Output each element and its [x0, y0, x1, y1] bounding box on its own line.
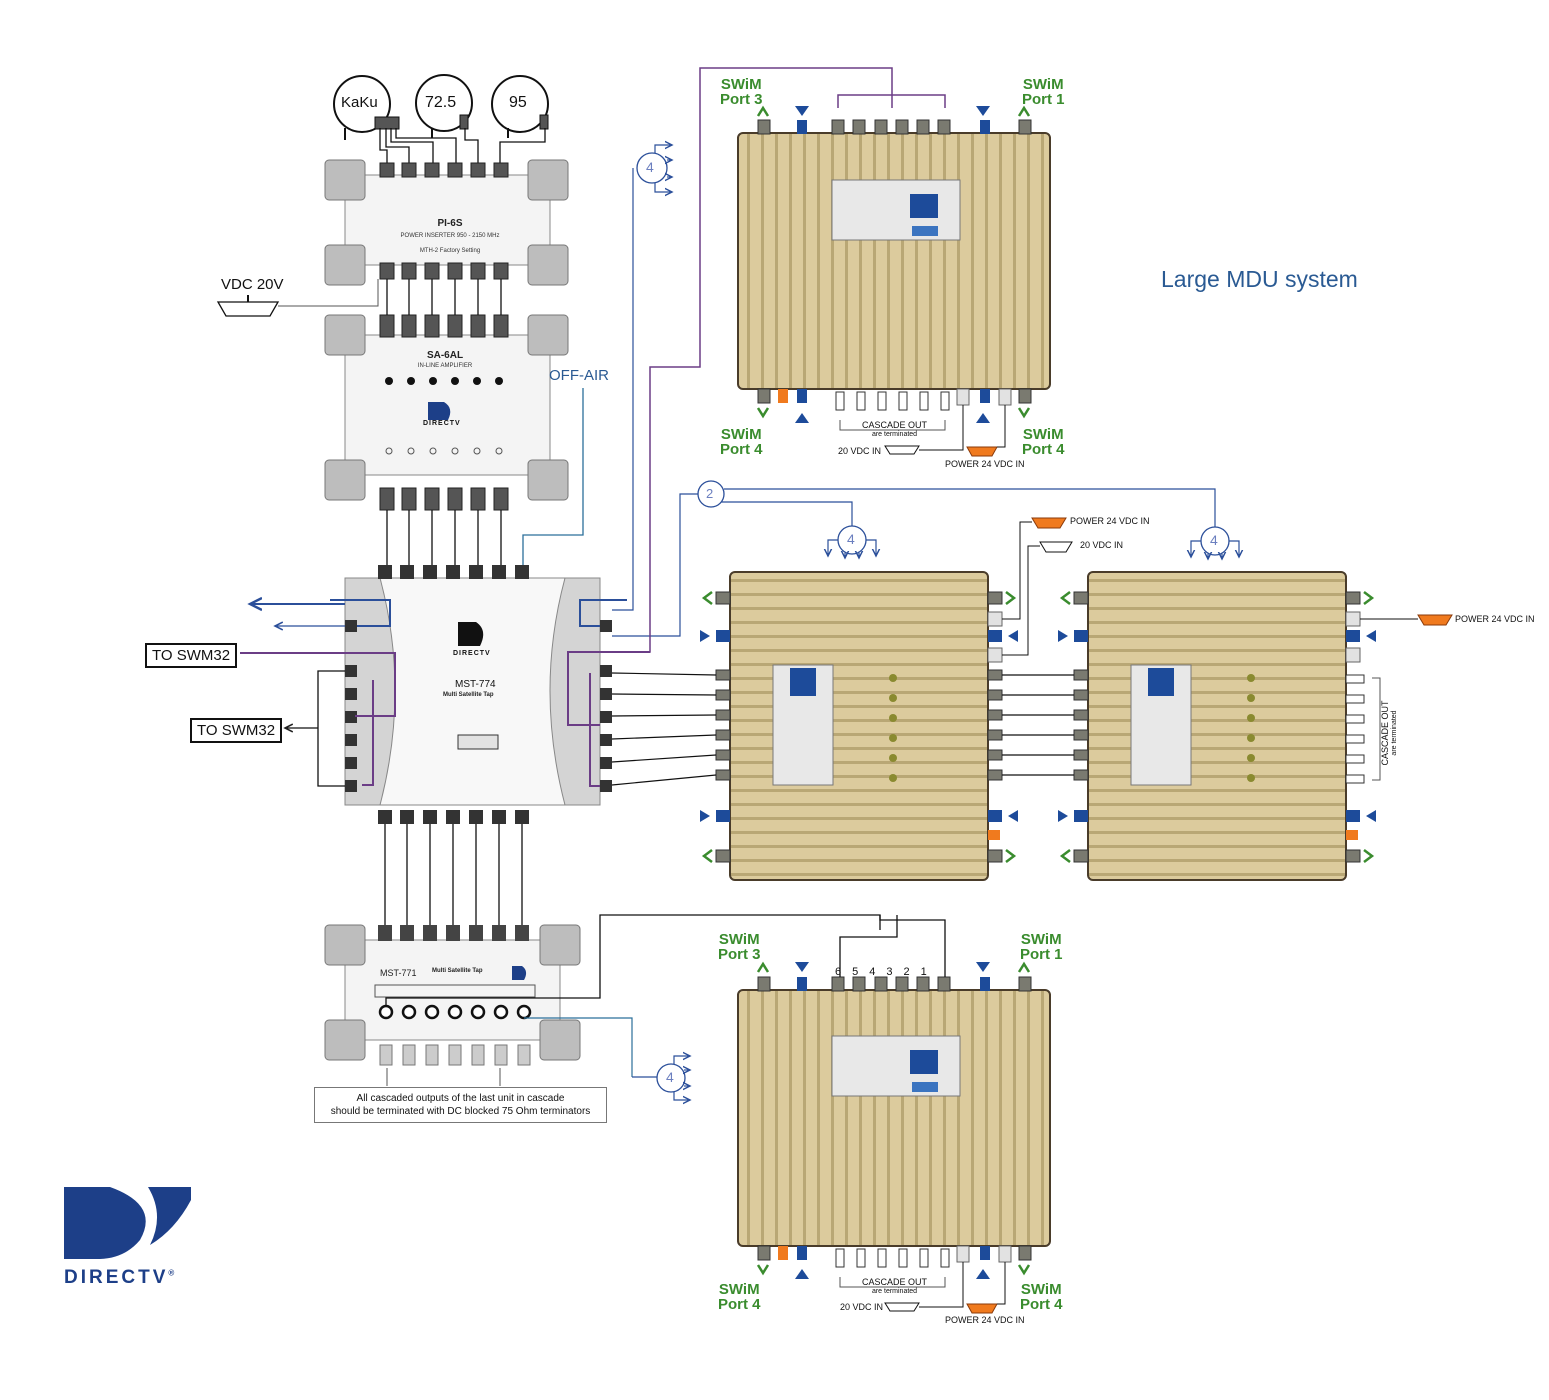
swm-bottom-24vdc-label: POWER 24 VDC IN	[945, 1315, 1025, 1325]
terminator-note-line-1: All cascaded outputs of the last unit in…	[356, 1093, 565, 1104]
dish-95	[491, 75, 549, 138]
swm-top-port1-label: SWiM Port 1	[1022, 76, 1065, 108]
swm-bottom-port4-left-label: SWiM Port 4	[718, 1281, 761, 1313]
splitter-mid-right-ways: 4	[1210, 532, 1218, 548]
vdc-20v-connector	[216, 301, 280, 317]
mst771-subtitle: Multi Satellite Tap	[432, 968, 483, 974]
dish-label-kaku: KaKu	[341, 94, 378, 111]
directv-logo-text: DIRECTV®	[64, 1267, 178, 1288]
pi6s-model: PI-6S	[437, 218, 463, 229]
dish-kaku	[333, 75, 400, 140]
mst774-subtitle: Multi Satellite Tap	[443, 692, 494, 698]
swm-bottom-port4-right-label: SWiM Port 4	[1020, 1281, 1063, 1313]
swm-middle-left-body	[729, 571, 989, 881]
to-swm32-label-2: TO SWM32	[190, 718, 283, 743]
splitter-2way-ways: 2	[706, 486, 714, 501]
swm-bottom-cascade-label: CASCADE OUT are terminated	[862, 1277, 928, 1296]
mst771-model: MST-771	[380, 968, 417, 978]
swm-top-cascade-label: CASCADE OUT are terminated	[862, 420, 928, 439]
swm-top-20vdc-label: 20 VDC IN	[838, 446, 882, 456]
swm-bottom-body	[737, 989, 1051, 1247]
swm-mid-right-24vdc-label: POWER 24 VDC IN	[1455, 614, 1535, 624]
swm-mid-left-20vdc-label: 20 VDC IN	[1080, 540, 1124, 550]
dish-72-5	[415, 74, 473, 138]
swm-top-port3-label: SWiM Port 3	[720, 76, 763, 108]
sa6al-subtitle: IN-LINE AMPLIFIER	[417, 363, 473, 369]
amplifier-sa6al	[324, 314, 569, 511]
sa6al-model: SA-6AL	[426, 350, 464, 361]
pi6s-subtitle: POWER INSERTER 950 - 2150 MHz	[400, 233, 500, 239]
multiswitch-mst771	[324, 924, 581, 1066]
mst774-brand: DIRECTV	[453, 650, 491, 657]
swm-top-24vdc-label: POWER 24 VDC IN	[945, 459, 1025, 469]
dish-label-72-5: 72.5	[425, 94, 457, 111]
terminator-note: All cascaded outputs of the last unit in…	[314, 1087, 607, 1123]
swm-top-port4-left-label: SWiM Port 4	[720, 426, 763, 458]
swm-top-port4-right-label: SWiM Port 4	[1022, 426, 1065, 458]
splitter-bottom-ways: 4	[666, 1069, 674, 1085]
swm-bottom-port3-label: SWiM Port 3	[718, 931, 761, 963]
mst774-model: MST-774	[455, 679, 496, 690]
off-air-label: OFF-AIR	[549, 367, 609, 384]
swm-bottom-port1-label: SWiM Port 1	[1020, 931, 1063, 963]
swm-mid-right-cascade-label: CASCADE OUT are terminated	[1380, 700, 1398, 766]
to-swm32-label-1: TO SWM32	[145, 643, 238, 668]
splitter-mid-left-ways: 4	[847, 531, 855, 547]
swm-middle-right-body	[1087, 571, 1347, 881]
diagram-title: Large MDU system	[1161, 266, 1358, 292]
multiswitch-mst774	[240, 565, 650, 824]
swm-top-body	[737, 132, 1051, 390]
terminator-note-line-2: should be terminated with DC blocked 75 …	[330, 1106, 591, 1117]
pi6s-note: MTH-2 Factory Setting	[419, 248, 481, 254]
dish-label-95: 95	[509, 94, 527, 111]
swm-mid-left-24vdc-label: POWER 24 VDC IN	[1070, 516, 1150, 526]
directv-logo-mark	[64, 1187, 191, 1259]
vdc-20v-label: VDC 20V	[221, 276, 284, 293]
splitter-top-ways: 4	[646, 159, 654, 175]
power-inserter-pi6s	[324, 159, 569, 286]
swm-bottom-20vdc-label: 20 VDC IN	[840, 1302, 884, 1312]
sa6al-brand: DIRECTV	[423, 420, 461, 427]
